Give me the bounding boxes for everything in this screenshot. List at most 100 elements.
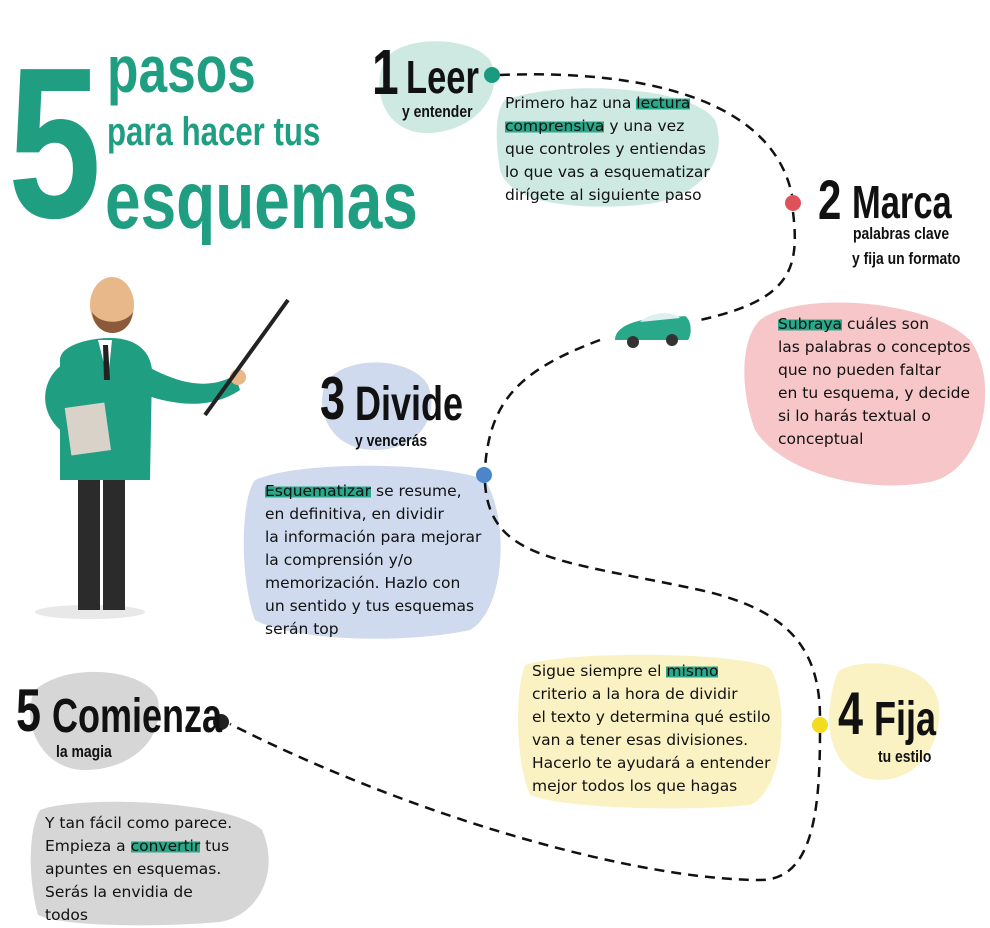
step5-number: 5 [16,677,42,744]
description-line: un sentido y tus esquemas [265,595,481,618]
description-line: Esquematizar se resume, [265,480,481,503]
description-line: el texto y determina qué estilo [532,706,771,729]
step2-text-blob [744,302,986,486]
description-line: Subraya cuáles son [778,313,970,336]
text: un sentido y tus esquemas [265,597,475,615]
step1-title: Leer [406,51,479,103]
step4-number: 4 [838,680,864,747]
description-line: en definitiva, en dividir [265,503,481,526]
text: mejor todos los que hagas [532,777,738,795]
title-number: 5 [8,22,102,263]
text: en tu esquema, y decide [778,384,971,402]
text: el texto y determina qué estilo [532,708,771,726]
highlighted-keyword: mismo [666,662,719,680]
step2-subtitle2: y fija un formato [852,249,961,268]
step4-dot [812,717,828,733]
description-line: la información para mejorar [265,526,481,549]
step5-text-blob [30,801,269,926]
text: memorización. Hazlo con [265,574,461,592]
description-line: Empieza a convertir tus [45,835,232,858]
text: las palabras o conceptos [778,338,971,356]
step2-subtitle: palabras clave [853,224,950,243]
step3-title-blob [322,362,432,450]
step5-title-blob [30,671,159,770]
description-line: si lo harás textual o [778,405,970,428]
step1-title-blob [379,41,495,134]
text: todos [45,906,88,924]
highlighted-keyword: Subraya [778,315,843,333]
text: Hacerlo te ayudará a entender [532,754,771,772]
step1-dot [484,67,500,83]
text: Y tan fácil como parece. [45,814,233,832]
step3-number: 3 [320,365,346,432]
text: lo que vas a esquematizar [505,163,710,181]
text: que controles y entiendas [505,140,707,158]
text: apuntes en esquemas. [45,860,222,878]
highlighted-keyword: convertir [130,837,201,855]
step2-title: Marca [852,176,952,228]
step4-description: Sigue siempre el mismo criterio a la hora… [532,660,771,798]
step4-title: Fija [874,693,937,746]
step4-text-blob [518,654,782,809]
description-line: mejor todos los que hagas [532,775,771,798]
description-line: Serás la envidia de [45,881,232,904]
dashed-path [229,73,822,882]
description-line: van a tener esas divisiones. [532,729,771,752]
description-line: serán top [265,618,481,641]
description-line: Y tan fácil como parece. [45,812,232,835]
text: van a tener esas divisiones. [532,731,749,749]
highlighted-keyword: Esquematizar [265,482,372,500]
step5-subtitle: la magia [56,742,112,761]
teacher-illustration [35,277,290,619]
text: dirígete al siguiente paso [505,186,702,204]
car-icon [615,313,691,348]
description-line: en tu esquema, y decide [778,382,970,405]
text: la información para mejorar [265,528,482,546]
description-line: comprensiva y una vez [505,115,710,138]
text: conceptual [778,430,864,448]
text: tus [200,837,230,855]
step5-title: Comienza [52,690,223,743]
step1-subtitle: y entender [402,102,473,121]
step2-number: 2 [818,168,842,231]
step2-dot [785,195,801,211]
text: si lo harás textual o [778,407,931,425]
text: Sigue siempre el [532,662,667,680]
description-line: conceptual [778,428,970,451]
step4-title-blob [829,663,940,780]
step4-subtitle: tu estilo [878,747,932,766]
text: Serás la envidia de [45,883,193,901]
text: serán top [265,620,339,638]
title-line2: para hacer tus [107,110,321,154]
description-line: apuntes en esquemas. [45,858,232,881]
description-line: Hacerlo te ayudará a entender [532,752,771,775]
description-line: lo que vas a esquematizar [505,161,710,184]
step2-description: Subraya cuáles son las palabras o concept… [778,313,970,451]
description-line: que controles y entiendas [505,138,710,161]
description-line: las palabras o conceptos [778,336,970,359]
step3-description: Esquematizar se resume,en definitiva, en… [265,480,481,641]
description-line: Sigue siempre el mismo [532,660,771,683]
step3-text-blob [243,465,501,639]
highlighted-keyword: comprensiva [505,117,605,135]
step5-description: Y tan fácil como parece. Empieza a conver… [45,812,232,927]
description-line: Primero haz una lectura [505,92,710,115]
description-line: todos [45,904,232,927]
title-line3: esquemas [105,155,418,246]
step5-dot [213,714,229,730]
text: Primero haz una [505,94,637,112]
text: Empieza a [45,837,131,855]
text: y una vez [604,117,685,135]
text: que no pueden faltar [778,361,941,379]
description-line: la comprensión y/o [265,549,481,572]
description-line: dirígete al siguiente paso [505,184,710,207]
description-line: criterio a la hora de dividir [532,683,771,706]
description-line: que no pueden faltar [778,359,970,382]
step3-dot [476,467,492,483]
step1-number: 1 [372,36,399,108]
text: criterio a la hora de dividir [532,685,738,703]
title-line1: pasos [107,32,256,106]
